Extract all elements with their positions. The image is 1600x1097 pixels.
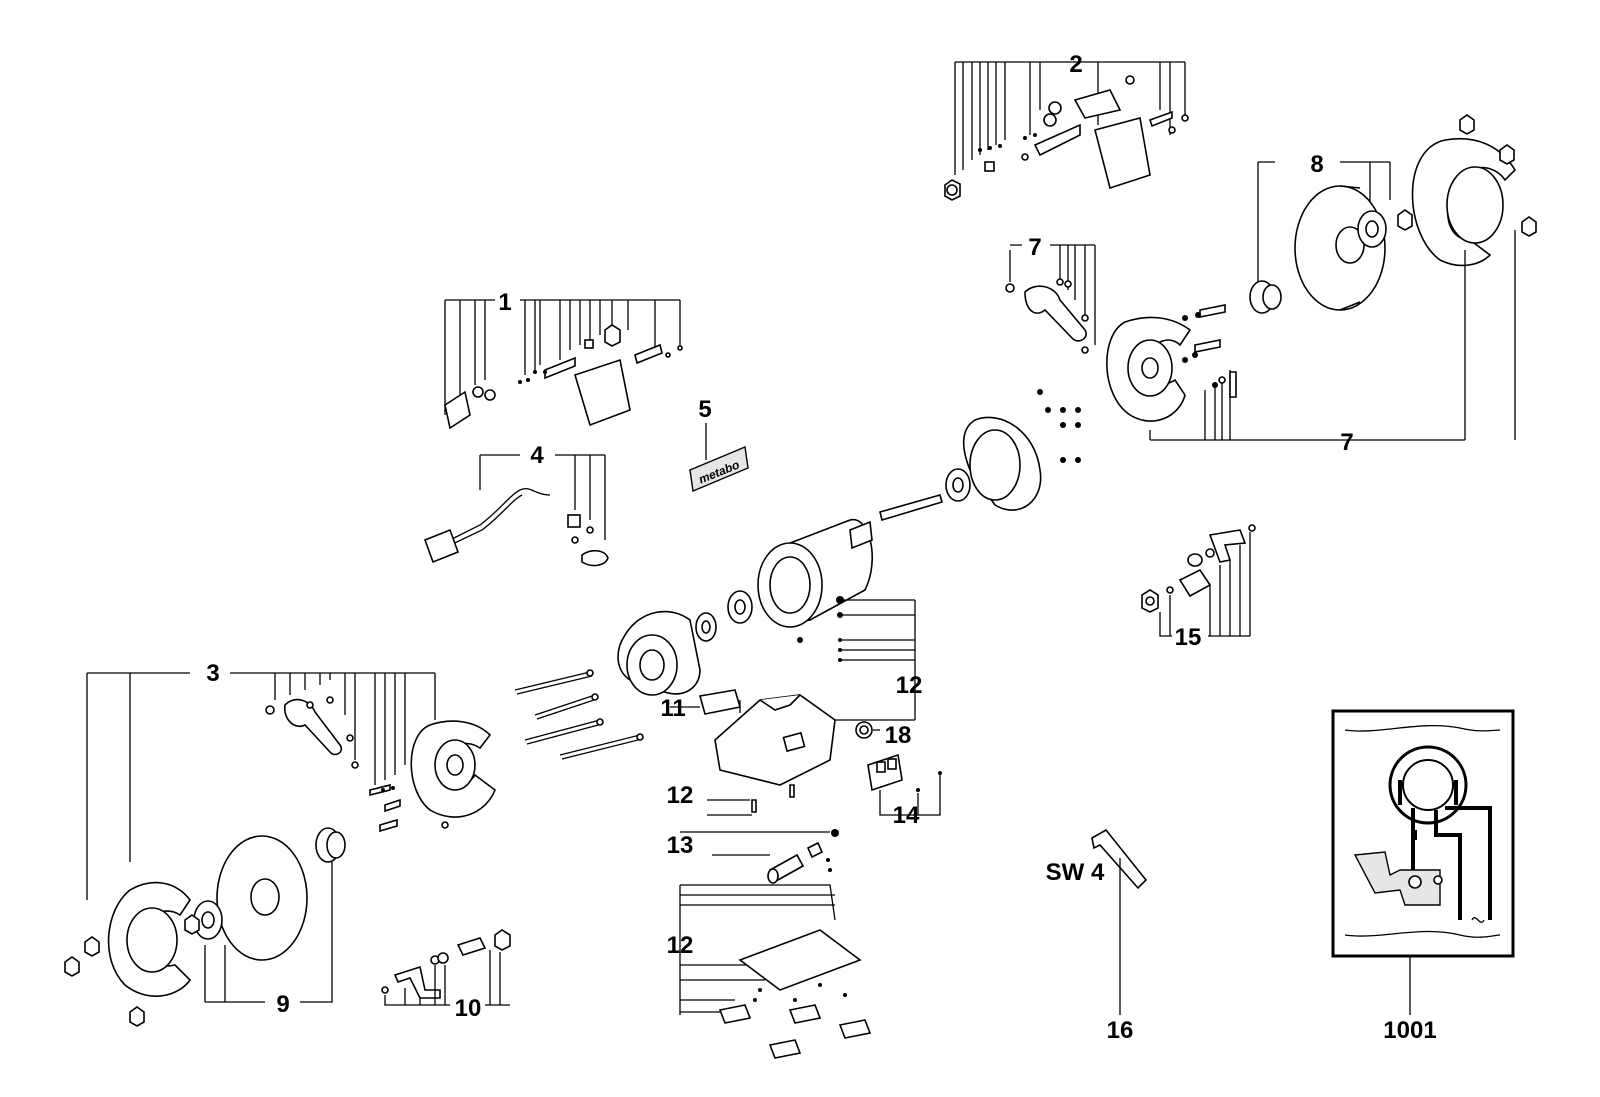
label-8: 8: [1310, 151, 1323, 178]
label-7-lower: 7: [1340, 429, 1353, 456]
label-4: 4: [530, 442, 544, 469]
part-group-8: [1249, 161, 1413, 314]
part-group-12-lower: [679, 884, 872, 1059]
part-group-15: [1141, 524, 1256, 637]
motor-end-cap-left: [617, 610, 701, 696]
part-group-16: [1091, 828, 1148, 1015]
label-13: 13: [667, 832, 694, 859]
tie-rods: [514, 669, 644, 760]
label-5: 5: [698, 396, 711, 423]
label-12-a: 12: [896, 672, 923, 699]
label-1: 1: [498, 289, 511, 316]
part-group-5: metabo: [689, 423, 749, 492]
label-9: 9: [276, 991, 289, 1018]
part-group-1001: [1331, 709, 1515, 1015]
motor-end-cap-right: [945, 389, 1081, 511]
part-group-4: [423, 454, 609, 567]
motor-body: [695, 494, 943, 642]
part-group-7-inner-guard: [1106, 304, 1465, 441]
label-12-b: 12: [667, 782, 694, 809]
label-2: 2: [1069, 51, 1082, 78]
part-group-13: [680, 829, 839, 884]
part-group-12-upper: [797, 596, 916, 721]
part-group-7-upper: [1005, 244, 1096, 354]
label-16: 16: [1107, 1017, 1134, 1044]
part-group-1: [444, 299, 683, 430]
label-7-upper: 7: [1028, 234, 1041, 261]
label-1001: 1001: [1383, 1017, 1436, 1044]
part-group-9: [64, 827, 346, 1027]
label-15: 15: [1175, 624, 1202, 651]
base-housing: [670, 689, 880, 816]
label-3: 3: [206, 660, 219, 687]
label-18: 18: [885, 722, 912, 749]
part-group-2: [944, 61, 1189, 201]
label-sw4: SW 4: [1046, 859, 1105, 886]
part-group-10: [381, 929, 511, 1006]
label-12-c: 12: [667, 932, 694, 959]
part-group-7-right-guard: [1411, 114, 1537, 440]
part-group-3: [86, 672, 496, 900]
label-11: 11: [660, 695, 685, 722]
label-14: 14: [893, 802, 920, 829]
part-group-14: [867, 753, 942, 816]
label-10: 10: [455, 995, 482, 1022]
